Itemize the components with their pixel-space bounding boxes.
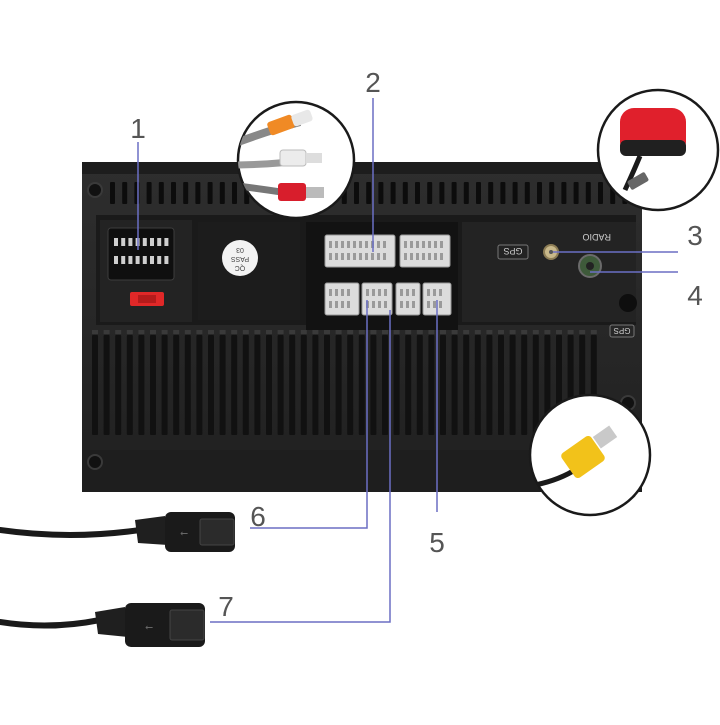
usb-symbol-icon: ⭠ (145, 622, 153, 633)
connector-top-right (399, 234, 451, 268)
callout-lines (137, 98, 678, 623)
screw (87, 182, 103, 198)
radio-marking: RADIO (582, 232, 611, 242)
qc-pass-sticker: QC PASS 03 (222, 240, 258, 276)
camera-rca-inset (528, 393, 652, 517)
rca-audio-cables-inset (236, 100, 356, 220)
usb-cable-lower: ⭠ (0, 603, 205, 647)
main-power-connector (107, 227, 175, 306)
connector-bottom-1 (324, 282, 360, 316)
gps-marking-right: GPS (614, 326, 631, 335)
mount-hole (619, 294, 637, 312)
callout-7: 7 (218, 591, 234, 622)
gps-antenna-inset (596, 88, 720, 212)
callout-5: 5 (429, 527, 445, 558)
callout-3: 3 (687, 220, 703, 251)
callout-2: 2 (365, 67, 381, 98)
screw (87, 454, 103, 470)
callout-4: 4 (687, 280, 703, 311)
usb-cable-upper: ⭠ (0, 512, 235, 552)
callout-1: 1 (130, 113, 146, 144)
connector-bottom-3 (395, 282, 421, 316)
top-vent-slots (110, 182, 628, 204)
callout-numbers: 1 2 3 4 5 6 7 (130, 67, 703, 622)
qc-text: QC (235, 264, 246, 271)
usb-symbol-icon: ⭠ (180, 528, 188, 539)
callout-6: 6 (250, 501, 266, 532)
batch-text: 03 (236, 246, 244, 253)
pass-text: PASS (231, 255, 249, 262)
connector-top-left (324, 234, 396, 268)
antenna-ports: RADIO GPS GPS (497, 232, 635, 338)
gps-marking-left: GPS (503, 246, 522, 256)
